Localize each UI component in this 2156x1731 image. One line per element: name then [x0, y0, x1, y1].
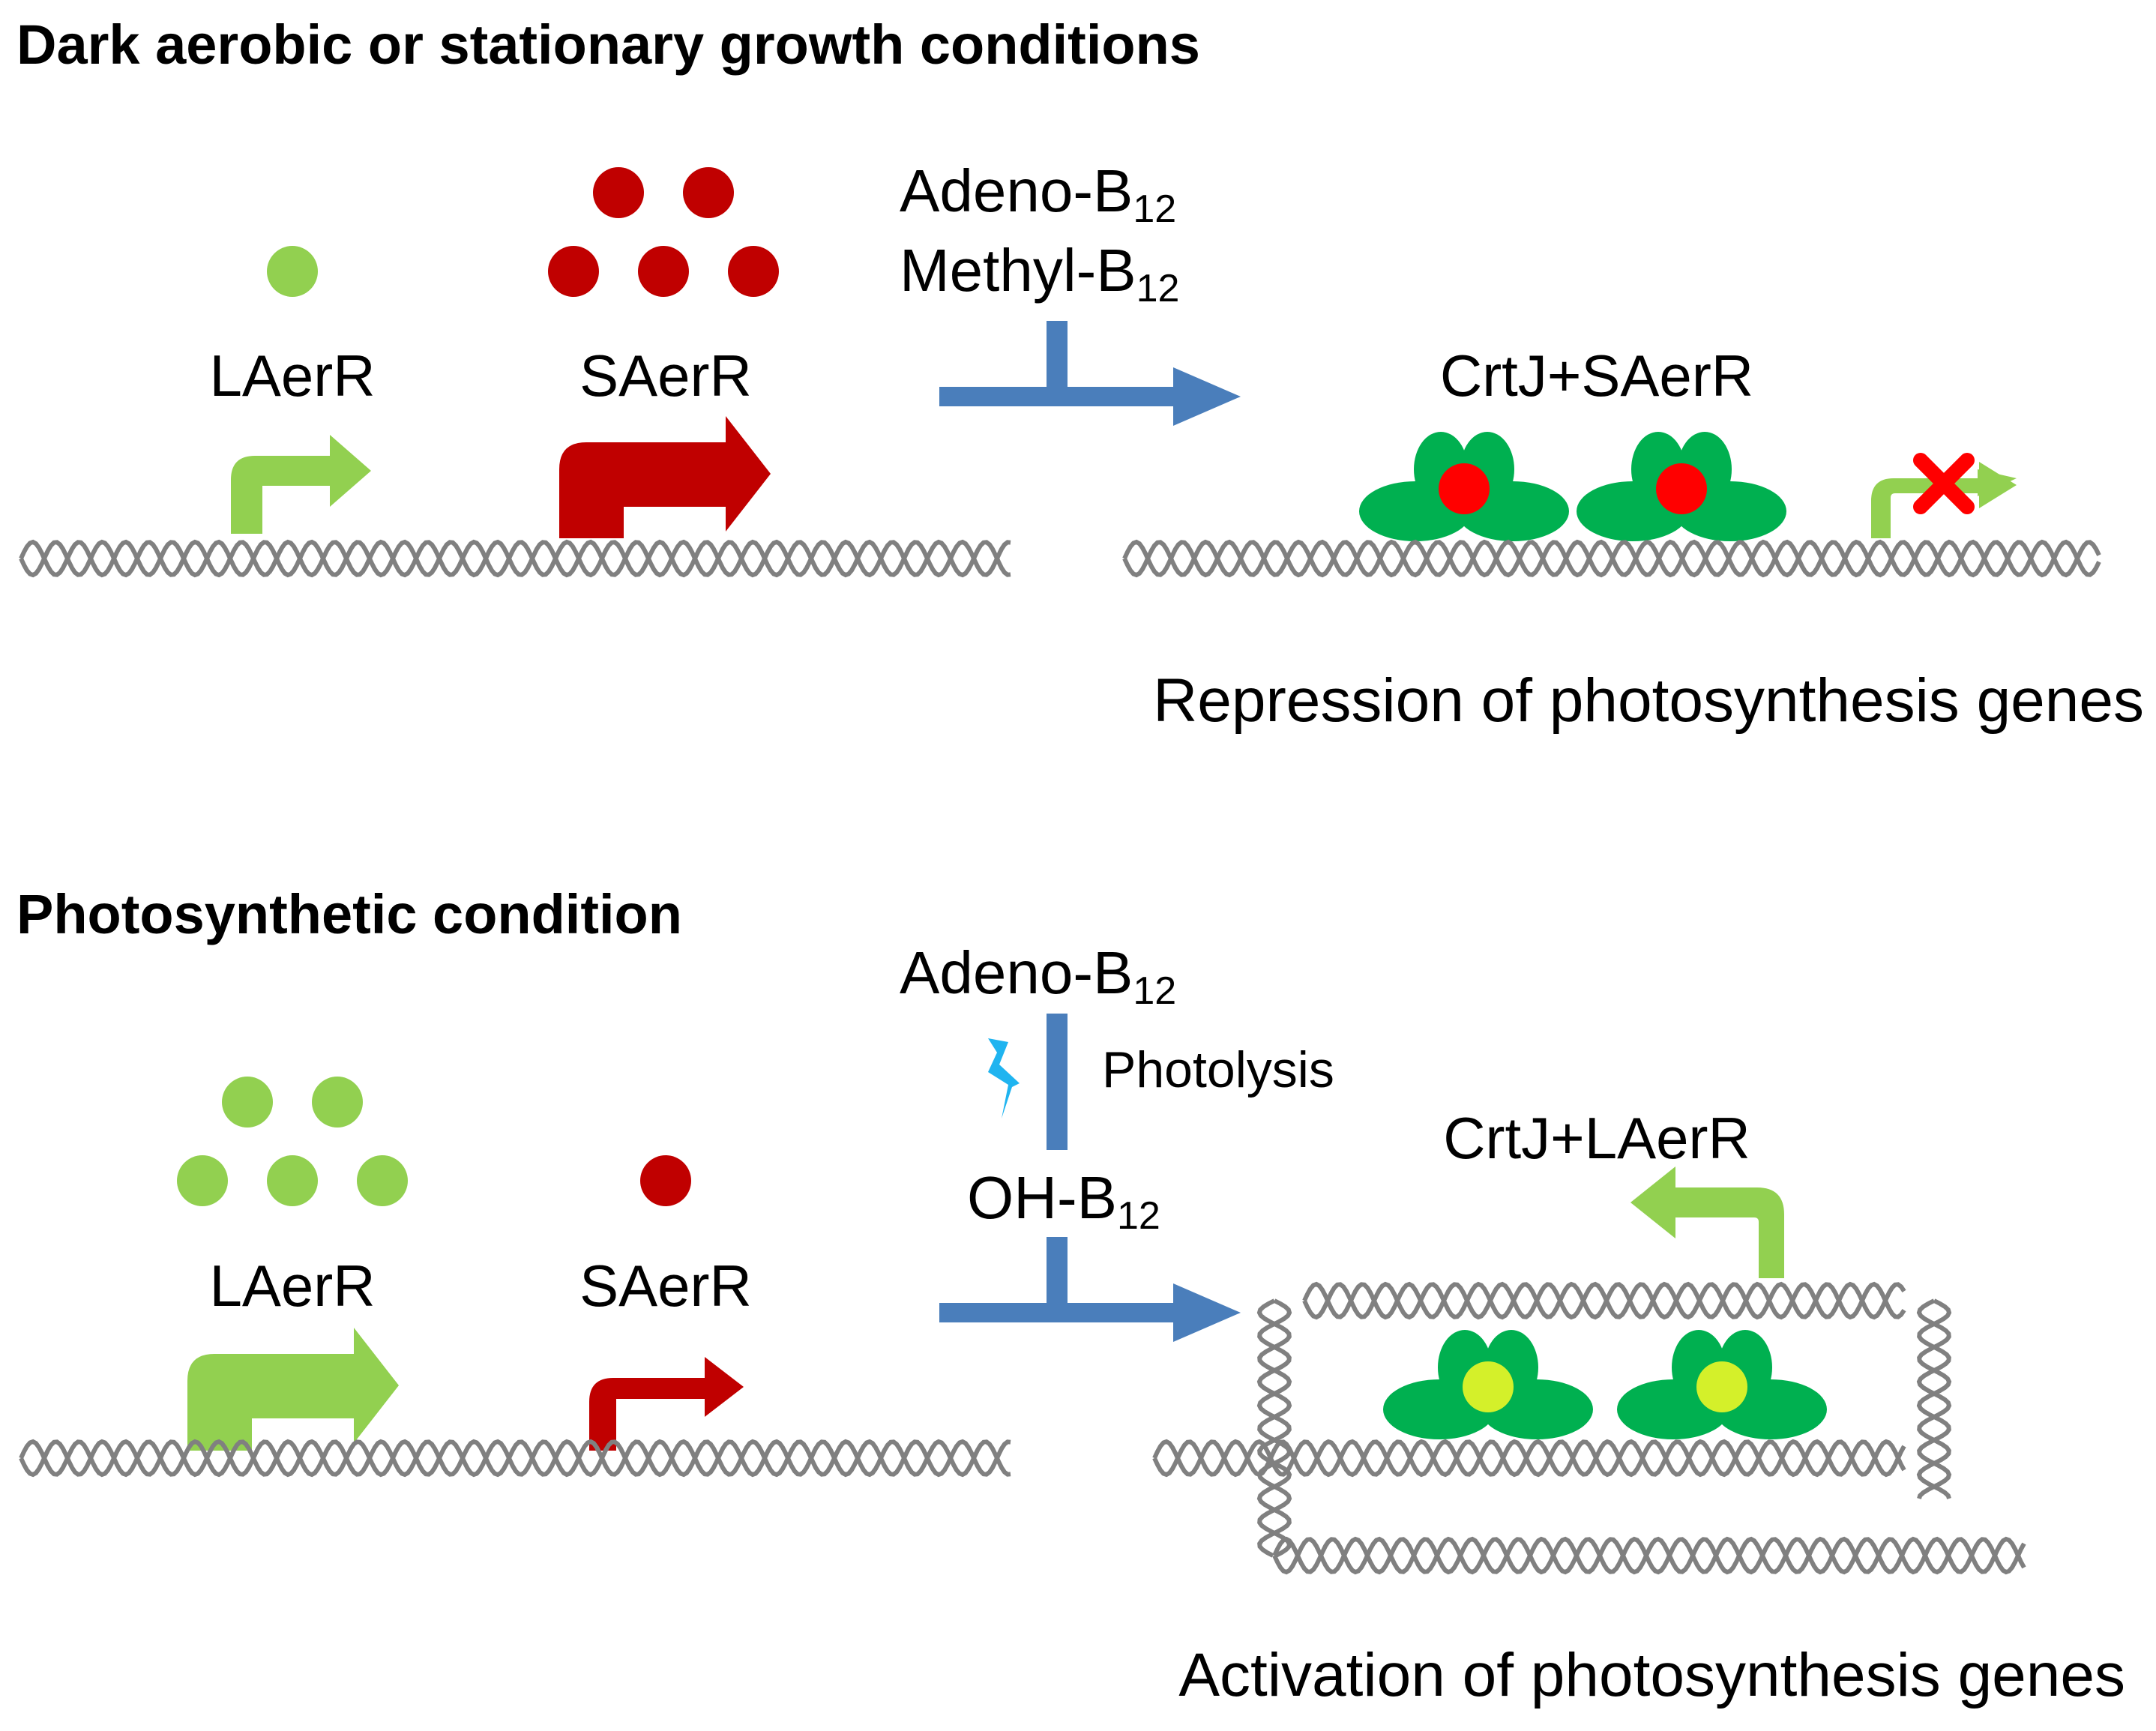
cofactor-methyl-b12: Methyl-B12	[900, 237, 1179, 310]
dna-strand	[19, 539, 1011, 578]
laerr-protein-pool	[177, 1077, 408, 1206]
laerr-protein	[267, 246, 318, 297]
dna-strand	[19, 1439, 1011, 1478]
conversion-bar	[1047, 1014, 1068, 1150]
saerr-protein	[593, 167, 644, 218]
laerr-label: LAerR	[209, 343, 375, 409]
laerr-label: LAerR	[209, 1253, 375, 1319]
dna-strand	[1256, 1298, 1292, 1558]
bound-saerr	[1439, 463, 1490, 514]
dna-strand	[19, 1439, 1011, 1478]
bound-saerr	[1656, 463, 1707, 514]
dna-helix	[1122, 539, 2101, 578]
photolysis-label: Photolysis	[1102, 1041, 1334, 1098]
saerr-strong-promoter-arrow	[559, 416, 771, 538]
laerr-strong-promoter-arrow	[187, 1328, 399, 1451]
crtj-saerr-complex	[1577, 432, 1786, 541]
x-mark-icon	[1913, 453, 1975, 514]
dna-strand	[1272, 1536, 2026, 1575]
saerr-protein	[728, 246, 779, 297]
bound-laerr	[1463, 1361, 1514, 1412]
saerr-protein	[640, 1155, 691, 1206]
saerr-protein	[683, 167, 734, 218]
saerr-protein	[548, 246, 599, 297]
panel-photosynthetic: Photosynthetic condition LAerR SAerR Ade…	[16, 883, 2125, 1709]
laerr-weak-promoter-arrow	[231, 435, 371, 534]
dna-strand	[1916, 1298, 1952, 1499]
complex-label: CrtJ+SAerR	[1440, 343, 1753, 409]
dna-strand	[1122, 539, 2101, 578]
transition-arrow	[939, 321, 1241, 426]
crtj-laerr-complex	[1383, 1330, 1593, 1439]
dna-strand	[19, 539, 1011, 578]
crtj-laerr-complex	[1617, 1330, 1827, 1439]
dna-helix-loop-left	[1256, 1298, 1292, 1558]
photosynthesis-gene-promoter-arrow	[1630, 1166, 1784, 1278]
laerr-protein	[357, 1155, 408, 1206]
dna-strand	[1916, 1298, 1952, 1499]
laerr-protein	[222, 1077, 273, 1128]
outcome-caption: Activation of photosynthesis genes	[1178, 1641, 2125, 1709]
dna-strand	[1302, 1281, 1906, 1320]
cofactor-oh-b12: OH-B12	[967, 1164, 1160, 1238]
outcome-caption: Repression of photosynthesis genes	[1153, 666, 2144, 735]
laerr-protein	[177, 1155, 228, 1206]
laerr-protein	[267, 1155, 318, 1206]
lightning-bolt-icon	[988, 1038, 1020, 1119]
bound-laerr	[1696, 1361, 1747, 1412]
dna-strand	[1256, 1298, 1292, 1558]
crtj-saerr-complex	[1359, 432, 1569, 541]
saerr-protein	[638, 246, 689, 297]
transition-arrow	[939, 1237, 1241, 1342]
saerr-label: SAerR	[579, 1253, 752, 1319]
dna-helix	[19, 539, 1011, 578]
saerr-weak-promoter-arrow	[589, 1357, 744, 1451]
panel-dark-aerobic: Dark aerobic or stationary growth condit…	[16, 13, 2144, 735]
dna-helix-loop-right	[1916, 1298, 1952, 1499]
dna-helix	[19, 1439, 1011, 1478]
saerr-protein-pool	[548, 167, 779, 297]
cofactor-adeno-b12: Adeno-B12	[900, 939, 1176, 1013]
dna-helix-loop-bottom	[1272, 1536, 2026, 1575]
laerr-protein	[312, 1077, 363, 1128]
complex-label: CrtJ+LAerR	[1443, 1105, 1750, 1171]
cofactor-adeno-b12: Adeno-B12	[900, 157, 1176, 231]
photosynthesis-gene-promoter-arrow	[1871, 462, 2017, 538]
panel-title: Photosynthetic condition	[16, 883, 682, 945]
dna-strand	[1272, 1536, 2026, 1575]
dna-strand	[1152, 1439, 1906, 1478]
panel-title: Dark aerobic or stationary growth condit…	[16, 13, 1200, 76]
dna-strand	[1302, 1281, 1906, 1320]
saerr-label: SAerR	[579, 343, 752, 409]
dna-helix-loop-top	[1302, 1281, 1906, 1320]
